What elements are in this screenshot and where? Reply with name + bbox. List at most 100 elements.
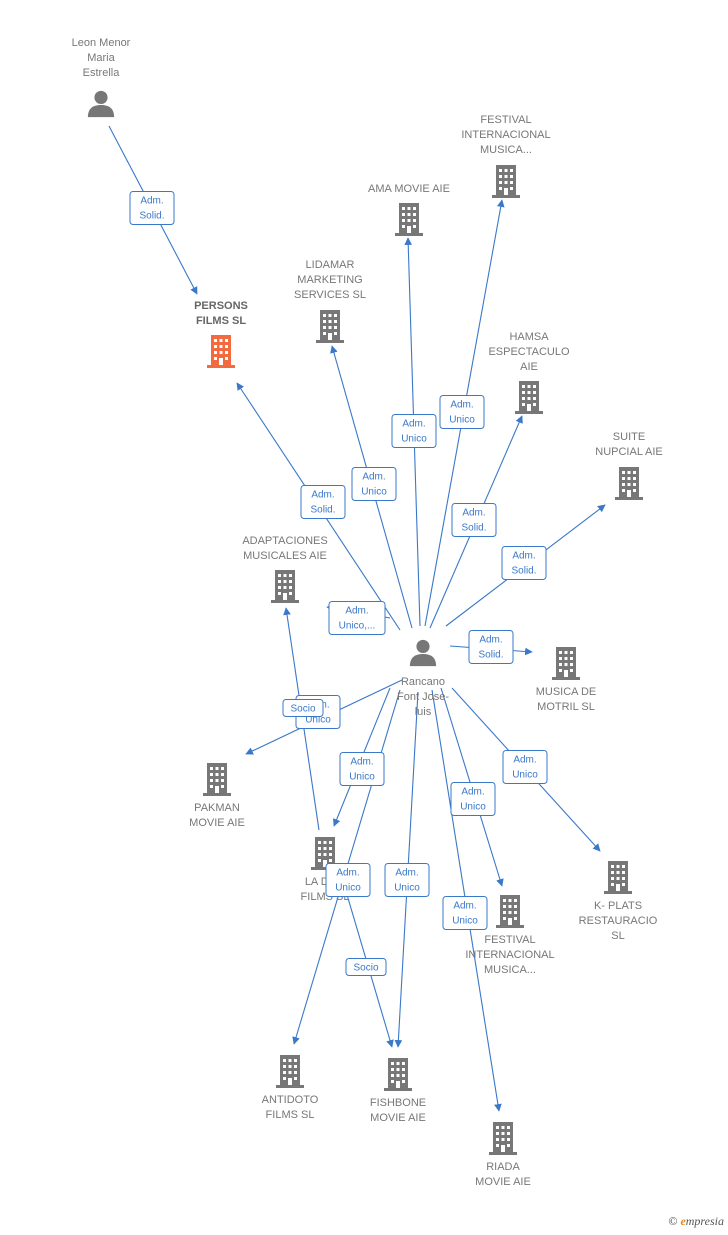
node-label: SERVICES SL [294,289,366,301]
node-label: ANTIDOTO [262,1094,319,1106]
edge-label-text: Adm. [453,901,476,912]
edge-label-rancano-to-kplats[interactable]: Adm.Unico [502,750,548,784]
node-label: Leon Menor [72,37,131,49]
edge-label-text: Adm. [479,635,502,646]
edge-label-box [451,503,497,537]
node-label: NUPCIAL AIE [595,446,662,458]
edge-label-rancano-to-festival2[interactable]: Adm. Unico [450,782,496,816]
edge-label-text: Solid. [511,566,536,577]
edge-label-box [384,863,430,897]
edge-label-rancano-to-adaptaciones[interactable]: Adm.Unico,... [328,601,386,635]
empresia-logo[interactable]: © empresia [668,1214,724,1229]
node-label: MOTRIL SL [537,701,595,713]
edge-label-text: Adm. [350,757,373,768]
building-icon [615,467,643,500]
node-label: Estrella [83,67,121,79]
edge-label-rancano-to-ladama[interactable]: Adm.Unico [339,752,385,786]
edge-label-text: Unico [512,770,538,781]
edge-label-leon-to-persons[interactable]: Adm.Solid. [129,191,175,225]
building-icon [395,203,423,236]
edge-label-text: Socio [353,963,378,974]
edge-label-box [345,958,387,976]
edge-label-text: Unico [394,883,420,894]
node-label: MUSICA... [484,964,536,976]
edge-label-text: Adm. [140,196,163,207]
edge-label-box [282,699,324,717]
node-label: Font Jose- [397,691,449,703]
building-icon [207,335,235,368]
edge-label-text: Adm. [336,868,359,879]
edge-label-text: Adm. [461,787,484,798]
building-icon [203,763,231,796]
edge-label-text: Adm. [450,400,473,411]
edge-label-box [391,414,437,448]
building-icon [515,381,543,414]
node-label: LIDAMAR [306,259,355,271]
edge-label-text: Solid. [461,523,486,534]
brand-name: mpresia [685,1214,724,1228]
edge-label-rancano-to-persons[interactable]: Adm.Solid. [300,485,346,519]
building-icon [604,861,632,894]
node-label: K- PLATS [594,900,642,912]
building-icon [271,570,299,603]
node-label: INTERNACIONAL [465,949,554,961]
node-label: INTERNACIONAL [461,129,550,141]
building-icon [276,1055,304,1088]
node-label: ESPECTACULO [488,346,570,358]
person-icon [87,90,115,118]
edge-label-rancano-to-antidoto[interactable]: Adm. Unico [325,863,371,897]
edge-label-rancano-to-ama[interactable]: Adm.Unico [391,414,437,448]
node-label: FESTIVAL [484,934,535,946]
edge-label-rancano-to-riada[interactable]: Adm. Unico [442,896,488,930]
edge-label-text: Unico [460,802,486,813]
edge-label-text: Adm. [462,508,485,519]
edge-label-text: Adm. [362,472,385,483]
edge-label-rancano-to-musica[interactable]: Adm. Solid. [468,630,514,664]
node-label: RESTAURACIO [579,915,658,927]
edge-label-text: Unico [305,715,331,726]
edge-label-rancano-to-fishbone[interactable]: Adm.Unico [384,863,430,897]
edge-label-rancano-to-hamsa[interactable]: Adm. Solid. [451,503,497,537]
node-label: luis [415,706,432,718]
edge-label-text: Solid. [478,650,503,661]
edge-label-box [442,896,488,930]
edge-label-rancano-to-festival1[interactable]: Adm. Unico [439,395,485,429]
edge-label-box [328,601,386,635]
node-lidamar[interactable]: LIDAMAR MARKETING SERVICES SL [294,259,366,343]
edge-label-box [129,191,175,225]
node-label: MUSICALES AIE [243,550,327,562]
node-festival1[interactable]: FESTIVALINTERNACIONALMUSICA... [461,114,551,198]
edge-label-text: Unico [401,434,427,445]
node-label: FISHBONE [370,1097,426,1109]
person-icon [409,639,437,667]
node-label: AIE [520,361,538,373]
node-label: MARKETING [297,274,362,286]
node-ama[interactable]: AMA MOVIE AIE [368,183,450,236]
edge-label-text: Unico [335,883,361,894]
node-festival2[interactable]: FESTIVAL INTERNACIONAL MUSICA... [465,895,555,976]
edge-label-text: Unico [449,415,475,426]
edge-label-ladama-to-adaptaciones[interactable]: Socio [282,699,324,717]
edge-label-rancano-to-lidamar[interactable]: Adm.Unico [351,467,397,501]
edge-label-ladama-to-fishbone[interactable]: Socio [345,958,387,976]
edge-label-box [502,750,548,784]
edge-label-text: Adm. [345,606,368,617]
edge-label-rancano-to-suite[interactable]: Adm.Solid. [501,546,547,580]
edge-label-text: Unico [452,916,478,927]
building-icon [316,310,344,343]
edge-label-box [339,752,385,786]
